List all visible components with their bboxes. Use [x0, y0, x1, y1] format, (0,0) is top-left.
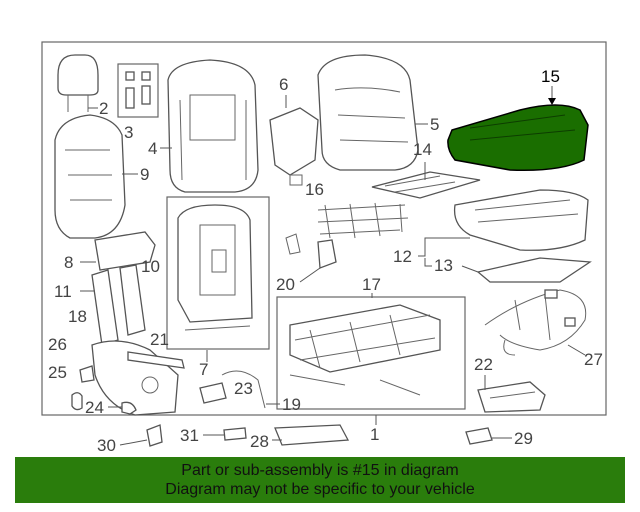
seat-cushion-pad-part[interactable]: [453, 189, 589, 251]
label-6: 6: [279, 75, 288, 94]
label-19: 19: [282, 395, 301, 414]
label-17: 17: [362, 275, 381, 294]
label-21: 21: [150, 330, 169, 349]
trim-strip-part[interactable]: [127, 351, 185, 369]
label-20: 20: [276, 275, 295, 294]
clip-29-part[interactable]: [465, 427, 493, 445]
label-3: 3: [124, 123, 133, 142]
label-15: 15: [541, 67, 560, 86]
diagram-frame: [41, 41, 607, 416]
label-26: 26: [48, 335, 67, 354]
track-bracket-part[interactable]: [477, 381, 546, 413]
footer-line-2: Diagram may not be specific to your vehi…: [165, 481, 475, 498]
seat-back-rear-part[interactable]: [167, 59, 259, 193]
frame-box-7: [166, 196, 270, 350]
bracket-23-part[interactable]: [199, 370, 266, 409]
label-28: 28: [250, 432, 269, 451]
label-11: 11: [54, 282, 72, 301]
switch-part[interactable]: [94, 231, 156, 271]
footer-line-1: Part or sub-assembly is #15 in diagram: [181, 462, 459, 479]
trim-28-part[interactable]: [274, 424, 350, 446]
label-7: 7: [199, 360, 208, 379]
side-trim-11-part[interactable]: [91, 269, 119, 346]
label-13: 13: [434, 256, 453, 275]
label-23: 23: [234, 379, 253, 398]
label-18: 18: [68, 307, 87, 326]
seat-adjuster-part[interactable]: [289, 304, 441, 396]
side-trim-10-part[interactable]: [119, 264, 146, 336]
label-14: 14: [413, 140, 432, 159]
footer-banner: Part or sub-assembly is #15 in diagram D…: [15, 457, 625, 503]
label-29: 29: [514, 429, 533, 448]
wiring-harness-part[interactable]: [484, 289, 587, 356]
cushion-lower-piece-part[interactable]: [476, 257, 592, 283]
side-shield-part[interactable]: [91, 340, 179, 416]
parts-diagram: 2 3 9 4 6 5 15: [41, 41, 607, 455]
label-16: 16: [305, 180, 324, 199]
label-10: 10: [141, 257, 160, 276]
knob-25-part[interactable]: [71, 392, 83, 411]
seat-back-frame-part[interactable]: [177, 204, 253, 331]
label-4: 4: [148, 139, 157, 158]
label-24: 24: [85, 398, 104, 417]
label-1: 1: [370, 425, 379, 444]
back-cover-part[interactable]: [317, 54, 419, 171]
spring-mat-part[interactable]: [317, 202, 409, 239]
bracket-part[interactable]: [285, 233, 337, 269]
adjuster-box-17: [276, 296, 466, 410]
headrest-guides-part[interactable]: [117, 63, 159, 118]
label-31: 31: [180, 426, 199, 445]
label-12: 12: [393, 247, 412, 266]
back-pad-part[interactable]: [269, 107, 319, 186]
label-22: 22: [474, 355, 493, 374]
knob-24-part[interactable]: [121, 401, 137, 415]
cover-30-part[interactable]: [146, 424, 163, 447]
seat-cushion-cover-highlighted[interactable]: [447, 104, 589, 172]
label-25: 25: [48, 363, 67, 382]
label-8: 8: [64, 253, 73, 272]
seat-back-panel-part[interactable]: [54, 114, 126, 239]
label-30: 30: [97, 436, 116, 455]
label-2: 2: [99, 99, 108, 118]
heater-pad-part[interactable]: [371, 171, 481, 199]
label-5: 5: [430, 115, 439, 134]
label-9: 9: [140, 165, 149, 184]
label-27: 27: [584, 350, 603, 369]
headrest-part[interactable]: [57, 54, 99, 112]
knob-26-part[interactable]: [79, 365, 95, 383]
clip-31-part[interactable]: [223, 427, 247, 441]
